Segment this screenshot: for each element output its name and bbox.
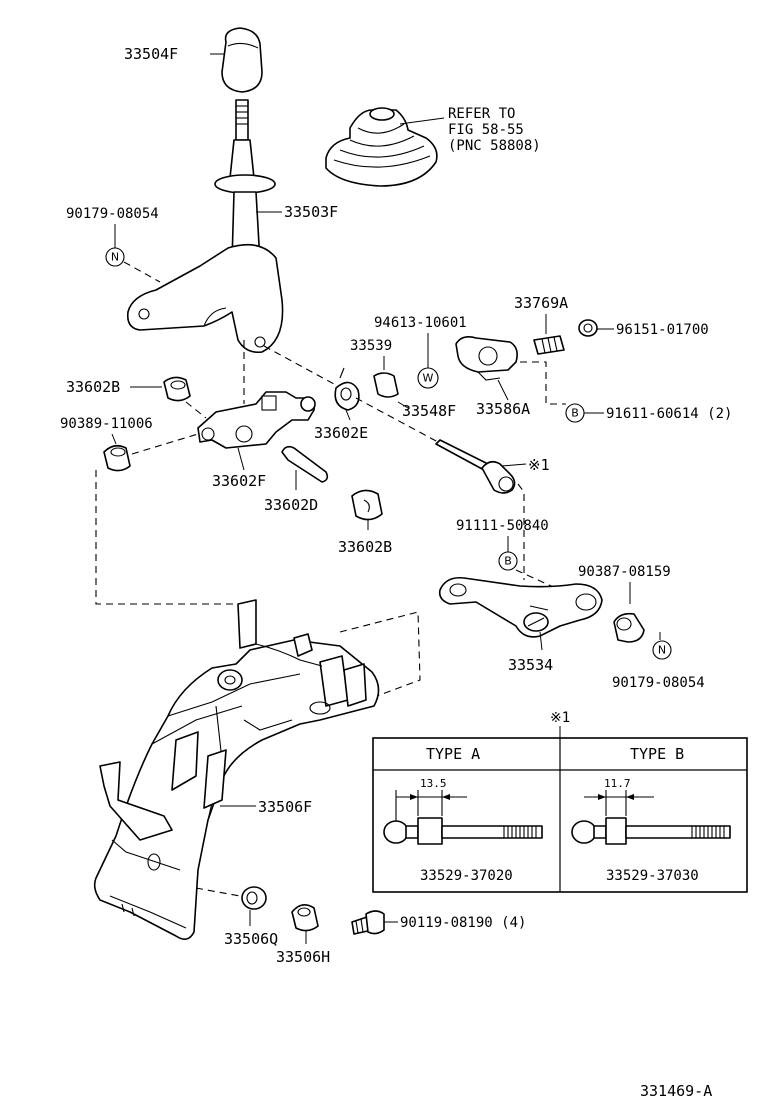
label-33602b-b: 33602B: [338, 538, 392, 556]
type-b-part: 33529-37030: [606, 868, 699, 884]
bolt-90119-part: [351, 910, 385, 935]
bushing-33506h-part: [291, 904, 319, 932]
label-note-1: ※1: [528, 456, 550, 474]
label-refer-1: REFER TO: [448, 106, 515, 122]
shift-boot-part: [325, 107, 438, 187]
label-90387: 90387-08159: [578, 564, 671, 580]
svg-text:B: B: [504, 555, 512, 568]
base-bracket-33506f-part: [93, 599, 380, 940]
label-33602e: 33602E: [314, 424, 368, 442]
label-bolt-n1: 90179-08054: [66, 206, 159, 222]
label-refer-2: FIG 58-55: [448, 122, 524, 138]
type-b-header: TYPE B: [630, 745, 684, 763]
type-a-part: 33529-37020: [420, 868, 513, 884]
bushing-33602b-a-part: [163, 376, 191, 402]
label-33506q: 33506Q: [224, 930, 278, 948]
type-b-stud: [571, 790, 731, 845]
svg-text:N: N: [658, 644, 666, 657]
type-b-dim: 11.7: [604, 777, 631, 790]
label-33602b-a: 33602B: [66, 378, 120, 396]
b-symbol-2: B: [498, 551, 518, 571]
label-33769a: 33769A: [514, 294, 568, 312]
label-knob: 33504F: [124, 45, 178, 63]
label-33539: 33539: [350, 338, 392, 354]
type-a-header: TYPE A: [426, 745, 480, 763]
clip-33602e-part: [334, 367, 360, 411]
label-33548f: 33548F: [402, 402, 456, 420]
label-33506f: 33506F: [258, 798, 312, 816]
label-91111: 91111-50840: [456, 518, 549, 534]
collar-90387-part: [613, 612, 645, 643]
w-symbol: W: [417, 367, 439, 389]
grommet-33506q-part: [241, 886, 267, 910]
svg-text:W: W: [423, 372, 434, 385]
label-33586a: 33586A: [476, 400, 530, 418]
clip-96151-part: [578, 319, 598, 337]
detent-33586a-part: [455, 336, 518, 381]
label-refer-3: (PNC 58808): [448, 138, 541, 154]
label-90389: 90389-11006: [60, 416, 153, 432]
label-bolt-n2: 90179-08054: [612, 675, 705, 691]
collar-90389-part: [103, 444, 131, 472]
n-symbol-1: N: [105, 247, 125, 267]
label-33602f: 33602F: [212, 472, 266, 490]
ball-joint-rod-part: [435, 439, 516, 494]
arm-33534-part: [438, 576, 603, 638]
spring-33769a-part: [533, 335, 565, 355]
bushing-33602b-b-part: [351, 489, 383, 521]
label-33534: 33534: [508, 656, 553, 674]
figure-number: 331469-A: [640, 1082, 712, 1100]
label-96151: 96151-01700: [616, 322, 709, 338]
svg-text:N: N: [111, 251, 119, 264]
label-90119: 90119-08190 (4): [400, 915, 526, 931]
label-washer-w: 94613-10601: [374, 315, 467, 331]
n-symbol-2: N: [652, 640, 672, 660]
label-33506h: 33506H: [276, 948, 330, 966]
type-table: [372, 737, 748, 893]
shift-lever-part: [126, 99, 284, 354]
label-note-box: ※1: [550, 710, 570, 726]
shaft-33602f-part: [197, 391, 316, 449]
pin-33602d-part: [281, 445, 329, 483]
bushing-33539-part: [373, 372, 399, 398]
label-33602d: 33602D: [264, 496, 318, 514]
svg-text:B: B: [571, 407, 579, 420]
label-91611: 91611-60614 (2): [606, 406, 732, 422]
type-a-dim: 13.5: [420, 777, 447, 790]
type-a-stud: [383, 790, 543, 845]
b-symbol-1: B: [565, 403, 585, 423]
label-lever: 33503F: [284, 203, 338, 221]
shift-knob-part: [221, 27, 263, 93]
